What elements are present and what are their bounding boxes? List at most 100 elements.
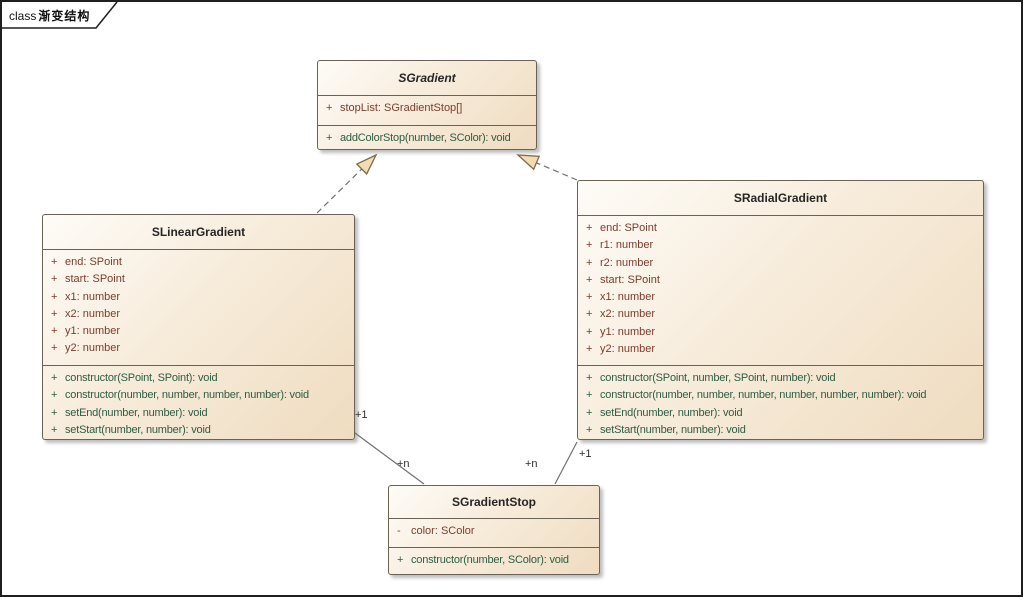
visibility-sign: + [586,389,593,402]
attribute-text: y2: number [65,342,121,355]
attribute-row: + start: SPoint [43,271,354,288]
attribute-text: start: SPoint [65,273,125,286]
attribute-row: + x1: number [578,289,983,306]
attribute-row: + end: SPoint [578,220,983,237]
method-row: + constructor(number, number, number, nu… [578,387,983,404]
visibility-sign: + [586,325,593,338]
association-slineargradient-sgradientstop [354,432,425,485]
class-title: SLinearGradient [43,215,354,250]
attributes-compartment: - color: SColor [389,519,599,547]
attributes-compartment: + end: SPoint + start: SPoint + x1: numb… [43,250,354,365]
visibility-sign: + [586,343,593,356]
attribute-text: r1: number [600,239,654,252]
method-row: + constructor(number, SColor): void [389,552,599,569]
multiplicity-label: +n [397,458,410,470]
attribute-row: + x2: number [578,306,983,323]
methods-compartment: + constructor(number, SColor): void [389,547,599,574]
multiplicity-label: +1 [355,409,368,421]
association-sradialgradient-sgradientstop [554,441,578,485]
visibility-sign: + [586,239,593,252]
method-row: + constructor(SPoint, SPoint): void [43,370,354,387]
attribute-row: + r1: number [578,237,983,254]
realization-slineargradient-sgradient [316,153,378,214]
visibility-sign: + [586,406,593,419]
multiplicity-label: +n [525,458,538,470]
frame-title: 渐变结构 [38,9,91,23]
attribute-row: - color: SColor [389,523,599,540]
attribute-text: y1: number [65,325,121,338]
attribute-row: + x2: number [43,306,354,323]
attribute-row: + stopList: SGradientStop[] [318,100,536,117]
visibility-sign: + [586,256,593,269]
frame-keyword: class [9,9,37,23]
class-title: SGradient [318,61,536,96]
class-slineargradient[interactable]: SLinearGradient + end: SPoint + start: S… [42,214,355,440]
method-text: constructor(number, SColor): void [411,554,569,566]
method-text: addColorStop(number, SColor): void [340,132,511,144]
attribute-text: end: SPoint [600,222,657,234]
attribute-row: + y2: number [578,341,983,358]
class-title: SGradientStop [389,486,599,519]
class-sradialgradient[interactable]: SRadialGradient + end: SPoint + r1: numb… [577,180,984,440]
attribute-text: r2: number [600,256,654,269]
attribute-text: x2: number [600,308,656,321]
method-row: + setEnd(number, number): void [578,405,983,422]
visibility-sign: + [51,389,58,402]
visibility-sign: + [51,273,58,286]
attribute-text: color: SColor [411,525,475,537]
visibility-sign: + [586,222,593,234]
attributes-compartment: + end: SPoint + r1: number + r2: number … [578,216,983,365]
visibility-sign: - [397,525,401,537]
visibility-sign: + [586,372,593,384]
method-text: setEnd(number, number): void [600,406,743,419]
visibility-sign: + [586,273,593,286]
method-text: setStart(number, number): void [600,423,746,436]
method-row: + setEnd(number, number): void [43,405,354,422]
visibility-sign: + [51,325,58,338]
attribute-row: + y1: number [578,324,983,341]
visibility-sign: + [586,308,593,321]
attribute-text: x1: number [600,291,656,304]
attribute-text: end: SPoint [65,256,122,268]
method-text: constructor(SPoint, SPoint): void [65,372,218,384]
visibility-sign: + [326,102,333,114]
attribute-text: y2: number [600,343,656,356]
class-title: SRadialGradient [578,181,983,216]
visibility-sign: + [51,423,58,436]
visibility-sign: + [51,372,58,384]
visibility-sign: + [51,290,58,303]
attribute-text: stopList: SGradientStop[] [340,102,463,114]
method-row: + setStart(number, number): void [578,422,983,439]
visibility-sign: + [326,132,333,144]
visibility-sign: + [397,554,404,566]
attribute-text: y1: number [600,325,656,338]
class-sgradientstop[interactable]: SGradientStop - color: SColor + construc… [388,485,600,575]
attribute-row: + r2: number [578,255,983,272]
attribute-row: + start: SPoint [578,272,983,289]
frame-tab-shape [2,2,118,29]
methods-compartment: + addColorStop(number, SColor): void [318,125,536,151]
methods-compartment: + constructor(SPoint, SPoint): void + co… [43,365,354,439]
realization-sradialgradient-sgradient [516,154,578,181]
method-text: constructor(number, number, number, numb… [65,389,309,402]
attribute-text: x2: number [65,307,121,320]
attribute-row: + y1: number [43,323,354,340]
class-sgradient[interactable]: SGradient + stopList: SGradientStop[] + … [317,60,537,150]
attribute-row: + end: SPoint [43,254,354,271]
attribute-text: x1: number [65,290,121,303]
visibility-sign: + [586,423,593,436]
method-row: + setStart(number, number): void [43,422,354,439]
visibility-sign: + [586,291,593,304]
method-text: constructor(number, number, number, numb… [600,389,927,402]
method-text: setEnd(number, number): void [65,406,208,419]
visibility-sign: + [51,342,58,355]
visibility-sign: + [51,307,58,320]
attribute-text: start: SPoint [600,273,660,286]
method-row: + constructor(SPoint, number, SPoint, nu… [578,370,983,387]
multiplicity-label: +1 [579,448,592,460]
method-text: constructor(SPoint, number, SPoint, numb… [600,372,836,384]
visibility-sign: + [51,256,58,268]
method-row: + addColorStop(number, SColor): void [318,130,536,147]
